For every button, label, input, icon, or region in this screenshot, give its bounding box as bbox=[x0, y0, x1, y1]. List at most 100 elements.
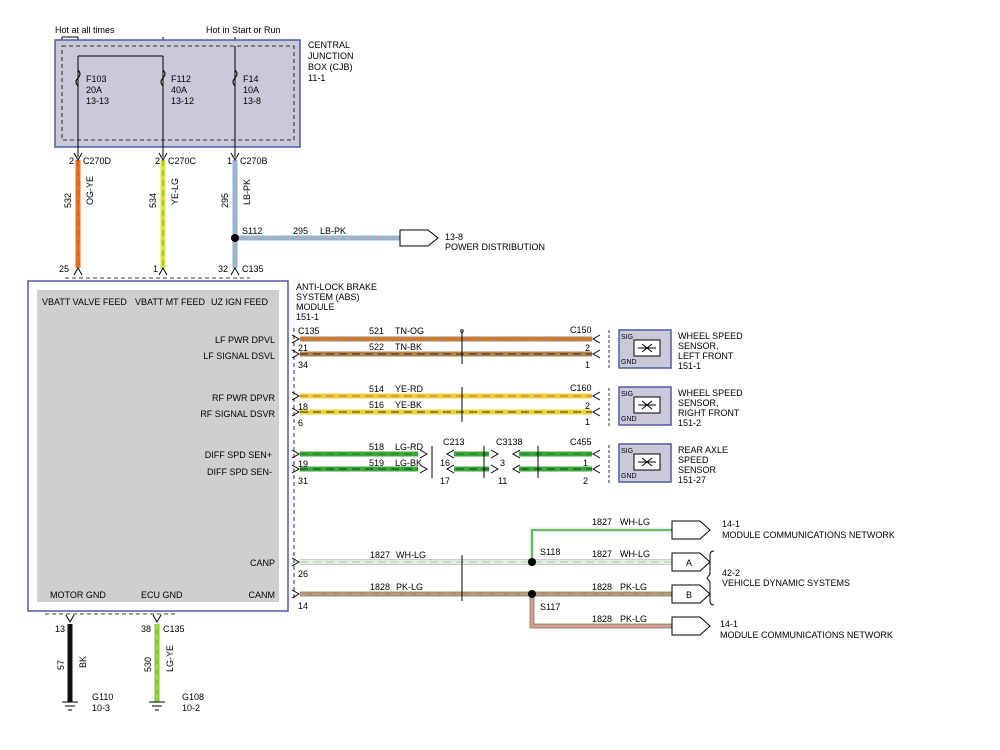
ground-g110-ref: 10-3 bbox=[92, 703, 110, 713]
canp-circuit: 1827 bbox=[370, 550, 390, 560]
rear-axle-speed-sensor: SIG GND REAR AXLE SPEED SENSOR 151-27 bbox=[608, 443, 728, 485]
abs-module: VBATT VALVE FEED VBATT MT FEED UZ IGN FE… bbox=[27, 280, 377, 612]
fuse-symbols bbox=[75, 69, 238, 87]
twist-marker: o bbox=[460, 328, 464, 335]
rf-wire2-color-code: YE-BK bbox=[395, 400, 422, 410]
abs-pin-lf-signal: LF SIGNAL DSVL bbox=[203, 351, 275, 361]
cjb-title-line-2: JUNCTION bbox=[308, 51, 354, 61]
ground-g110-icon bbox=[62, 701, 78, 711]
ground-g110-color-code: BK bbox=[78, 656, 88, 668]
ground-circuits: 13 57 BK G110 10-3 38 C135 530 LG-YE G10… bbox=[45, 613, 204, 713]
can-branch-top-circuit: 1827 bbox=[592, 517, 612, 527]
axle-c213-pin-a: 16 bbox=[440, 458, 450, 468]
splice-s117-label: S117 bbox=[540, 602, 560, 612]
lf-wire2-module-pin: 21 bbox=[298, 343, 308, 353]
abs-pin-diff-spd-sen-minus: DIFF SPD SEN- bbox=[207, 467, 272, 477]
lf-sensor-connector: C150 bbox=[570, 325, 592, 335]
abs-pin-canp: CANP bbox=[250, 558, 275, 568]
ground-g110-circuit: 57 bbox=[56, 660, 66, 670]
abs-pin-vbatt-valve-feed: VBATT VALVE FEED bbox=[42, 297, 127, 307]
axle-connector-c3138: C3138 bbox=[496, 437, 523, 447]
fuse-f112-rating: 40A bbox=[171, 85, 187, 95]
rf-sensor-name-3: RIGHT FRONT bbox=[678, 408, 740, 418]
can-branch-a-circuit: 1827 bbox=[592, 549, 612, 559]
axle-sensor-sig: SIG bbox=[621, 448, 633, 455]
rf-sensor-body bbox=[618, 386, 672, 426]
lf-module-connector: C135 bbox=[298, 326, 320, 336]
rf-wheel-circuit: 514 YE-RD 18 516 YE-BK 6 C160 2 1 bbox=[291, 383, 601, 428]
vds-dest-ref: 42-2 bbox=[722, 568, 740, 578]
feed-295-top-pin: 1 bbox=[227, 156, 232, 166]
axle-sensor-name-4: 151-27 bbox=[678, 475, 706, 485]
cjb-frame bbox=[54, 39, 301, 148]
fuse-f112-ref: 13-12 bbox=[171, 96, 194, 106]
fuse-f103-id: F103 bbox=[86, 74, 107, 84]
lf-wire2-color-code: TN-BK bbox=[395, 342, 422, 352]
can-top-dest-name: MODULE COMMUNICATIONS NETWORK bbox=[722, 530, 895, 540]
fuse-f103-ref: 13-13 bbox=[86, 96, 109, 106]
lf-sensor-pin-1: 2 bbox=[585, 343, 590, 353]
ground-g108-pin: 38 bbox=[141, 624, 151, 634]
axle-c3138-pin-a: 3 bbox=[500, 458, 505, 468]
s112-circuit: 295 bbox=[293, 226, 308, 236]
rf-sensor-pin-2: 1 bbox=[585, 417, 590, 427]
lf-wire2-circuit: 522 bbox=[369, 342, 384, 352]
hot-in-start-run-label: Hot in Start or Run bbox=[206, 25, 281, 35]
rf-sensor-connector: C160 bbox=[570, 383, 592, 393]
abs-title-line-3: MODULE bbox=[296, 302, 335, 312]
fuse-f14-rating: 10A bbox=[243, 85, 259, 95]
rf-sensor-gnd: GND bbox=[621, 416, 637, 423]
axle-wire2-color-code: LG-BK bbox=[395, 458, 422, 468]
abs-pin-diff-spd-sen-plus: DIFF SPD SEN+ bbox=[205, 450, 272, 460]
ground-g110-pin: 13 bbox=[55, 624, 65, 634]
ground-g108-icon bbox=[149, 701, 165, 711]
feed-532-top-pin: 2 bbox=[69, 156, 74, 166]
can-branch-b-circuit: 1828 bbox=[592, 582, 612, 592]
axle-sensor-name-3: SENSOR bbox=[678, 465, 717, 475]
axle-c455-pin-b: 2 bbox=[583, 476, 588, 486]
feed-wire-295 bbox=[230, 152, 240, 276]
feed-532-circuit: 532 bbox=[63, 193, 73, 208]
axle-c455-pin-a: 1 bbox=[583, 458, 588, 468]
feed-wire-534 bbox=[158, 152, 168, 276]
cjb-title-line-4: 11-1 bbox=[308, 73, 325, 83]
lf-sensor-gnd: GND bbox=[621, 359, 637, 366]
rf-sensor-name-2: SENSOR, bbox=[678, 398, 719, 408]
ground-g108-color-code: LG-YE bbox=[165, 645, 175, 672]
fuse-f14-id: F14 bbox=[243, 74, 259, 84]
axle-wire2-module-pin: 19 bbox=[298, 459, 308, 469]
fuse-f14-ref: 13-8 bbox=[243, 96, 261, 106]
axle-c3138-pin-b: 11 bbox=[498, 476, 507, 486]
abs-pin-vbatt-mt-feed: VBATT MT FEED bbox=[135, 297, 206, 307]
axle-connector-c455: C455 bbox=[570, 437, 592, 447]
can-a-connector-icon bbox=[671, 552, 711, 572]
abs-pin-motor-gnd: MOTOR GND bbox=[50, 590, 106, 600]
feed-295-bottom-pin: 32 bbox=[218, 264, 228, 274]
abs-pin-canm: CANM bbox=[249, 590, 276, 600]
s112-color-code: LB-PK bbox=[320, 226, 346, 236]
feed-534-bottom-pin: 1 bbox=[153, 264, 158, 274]
abs-pin-lf-pwr: LF PWR DPVL bbox=[215, 335, 275, 345]
can-bottom-dest-name: MODULE COMMUNICATIONS NETWORK bbox=[720, 630, 893, 640]
ground-g108-name: G108 bbox=[182, 692, 204, 702]
feed-295-color-code: LB-PK bbox=[242, 179, 252, 205]
lf-wire1-color-code: TN-OG bbox=[395, 326, 424, 336]
canp-module-pin: 26 bbox=[298, 569, 308, 579]
feed-534-circuit: 534 bbox=[148, 193, 158, 208]
canm-circuit: 1828 bbox=[370, 582, 390, 592]
abs-module-body bbox=[37, 290, 279, 602]
abs-pin-uz-ign-feed: UZ IGN FEED bbox=[211, 297, 269, 307]
rf-sensor-name-1: WHEEL SPEED bbox=[678, 388, 743, 398]
axle-sensor-name-2: SPEED bbox=[678, 455, 709, 465]
cjb-title-line-1: CENTRAL bbox=[308, 40, 350, 50]
cjb-inner-border bbox=[61, 45, 295, 141]
central-junction-box: F103 20A 13-13 F112 40A 13-12 F14 10A 13… bbox=[54, 39, 354, 157]
rf-wire1-circuit: 514 bbox=[369, 384, 384, 394]
canm-module-pin: 14 bbox=[298, 601, 308, 611]
splice-s112-dot bbox=[231, 234, 239, 242]
can-bottom-dest-ref: 14-1 bbox=[720, 619, 738, 629]
feed-532-top-connector: C270D bbox=[83, 156, 112, 166]
abs-pin-rf-signal: RF SIGNAL DSVR bbox=[200, 409, 275, 419]
feed-295-top-connector: C270B bbox=[240, 156, 268, 166]
